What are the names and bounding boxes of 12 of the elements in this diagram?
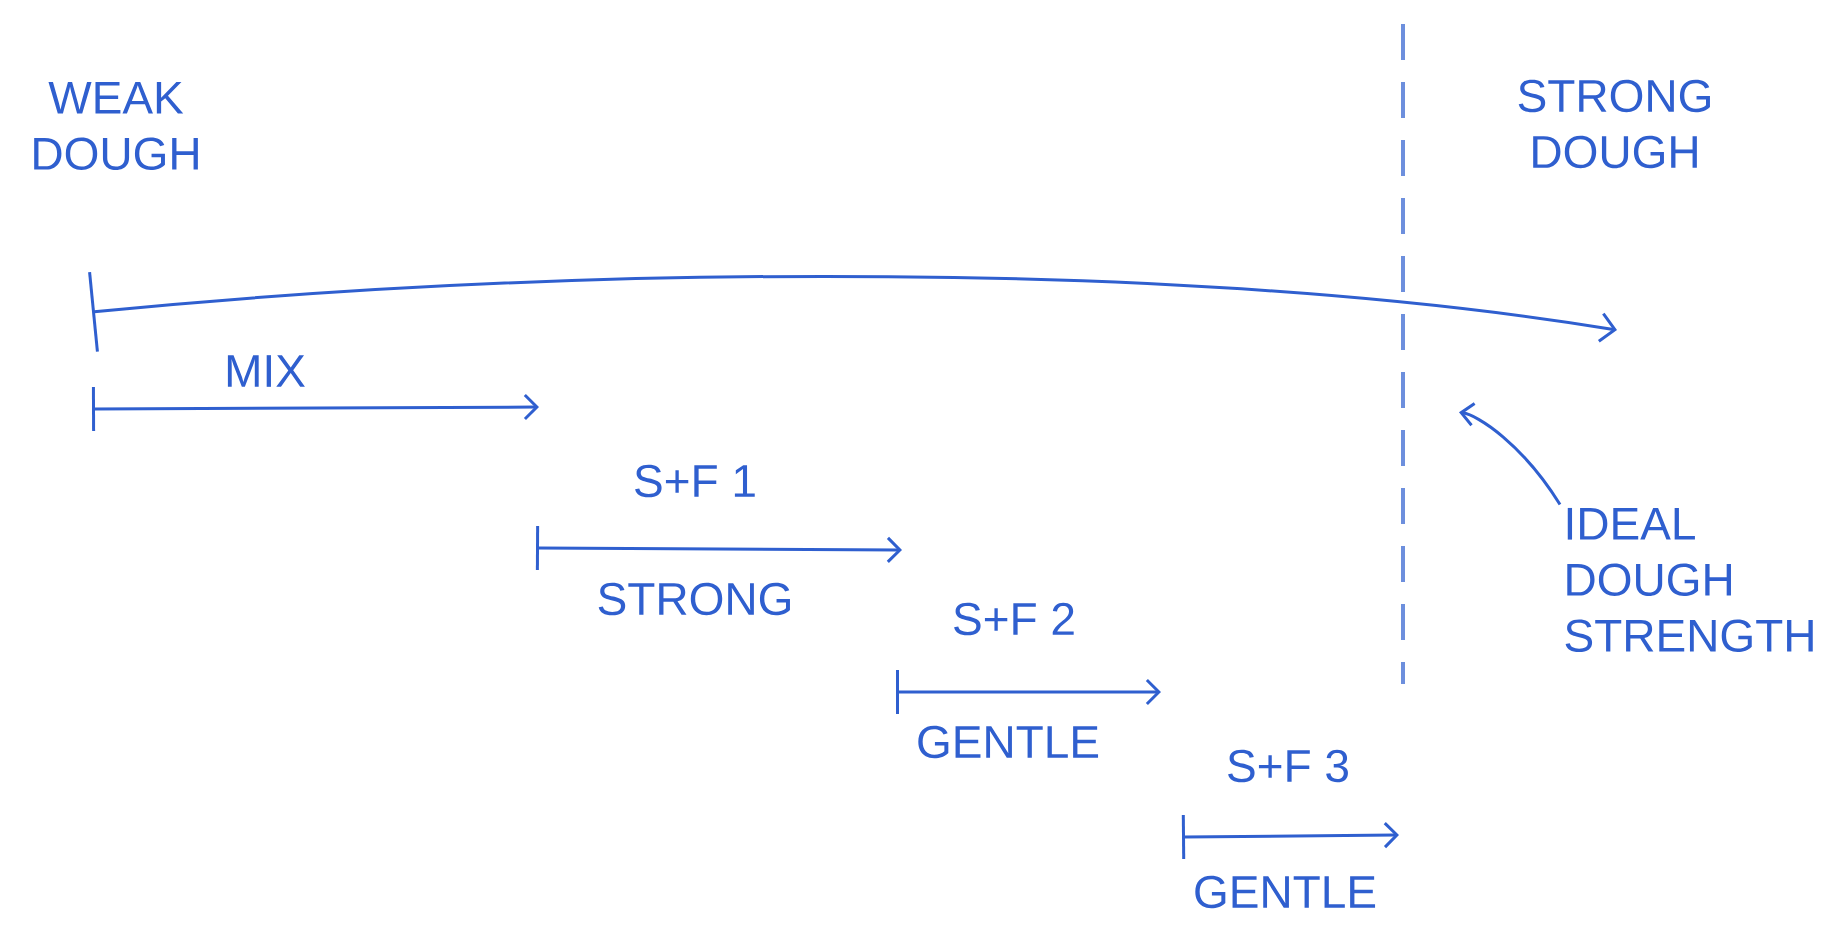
stage-label: S+F 3 bbox=[1228, 749, 1348, 783]
stage-label: S+F 2 bbox=[954, 602, 1074, 636]
heading-text: STRONG DOUGH bbox=[1518, 79, 1710, 169]
stage-label: S+F 1 bbox=[635, 464, 755, 498]
leader-arrow bbox=[1459, 402, 1562, 506]
annotation-text: IDEAL DOUGH STRENGTH bbox=[1565, 507, 1813, 653]
stage-label: MIX bbox=[227, 355, 305, 387]
technique-label: GENTLE bbox=[1195, 875, 1376, 909]
technique-label: STRONG bbox=[598, 582, 790, 616]
dashed-line bbox=[1401, 24, 1405, 684]
heading-text: WEAK DOUGH bbox=[34, 81, 198, 171]
technique-label: GENTLE bbox=[918, 725, 1099, 759]
